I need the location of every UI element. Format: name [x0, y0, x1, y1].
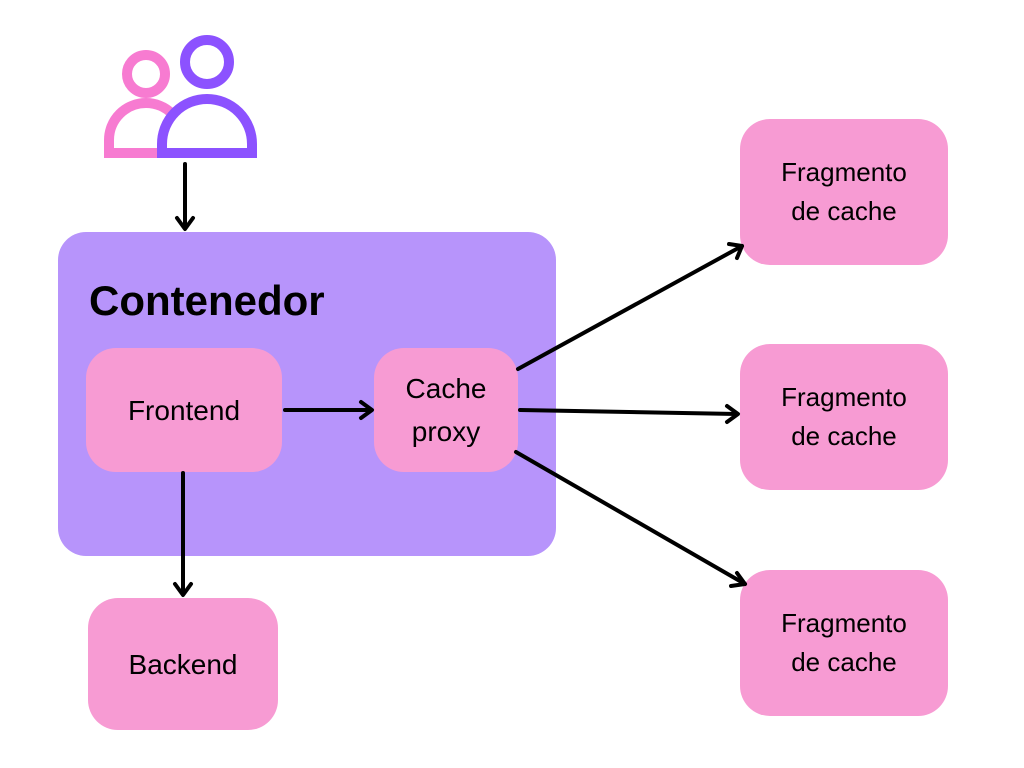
cache-proxy-node: Cache proxy: [374, 348, 518, 472]
user-front-icon: [157, 35, 257, 158]
cache-shard-2-line-2: de cache: [791, 421, 897, 451]
cache-shard-2-line-1: Fragmento: [781, 382, 907, 412]
cache-shard-1-line-2: de cache: [791, 196, 897, 226]
cache-proxy-label-line-2: proxy: [411, 416, 481, 447]
cache-shard-label-2: Fragmento de cache: [781, 378, 907, 456]
backend-label: Backend: [128, 648, 238, 680]
cache-shard-1-line-1: Fragmento: [781, 157, 907, 187]
cache-shard-3-line-2: de cache: [791, 647, 897, 677]
frontend-label: Frontend: [127, 394, 241, 426]
frontend-node: Frontend: [86, 348, 282, 472]
cache-shard-3-line-1: Fragmento: [781, 608, 907, 638]
cache-proxy-label-line-1: Cache: [405, 373, 487, 404]
cache-shard-label-3: Fragmento de cache: [781, 604, 907, 682]
cache-shard-label-1: Fragmento de cache: [781, 153, 907, 231]
container-title: Contenedor: [89, 277, 325, 324]
arrow-users-to-frontend: [175, 162, 195, 231]
backend-node: Backend: [88, 598, 278, 730]
users-icon: [104, 35, 257, 158]
cache-shard-node-1: Fragmento de cache: [740, 119, 948, 265]
cache-shard-node-2: Fragmento de cache: [740, 344, 948, 490]
cache-shard-node-3: Fragmento de cache: [740, 570, 948, 716]
cache-proxy-label: Cache proxy: [406, 367, 487, 453]
